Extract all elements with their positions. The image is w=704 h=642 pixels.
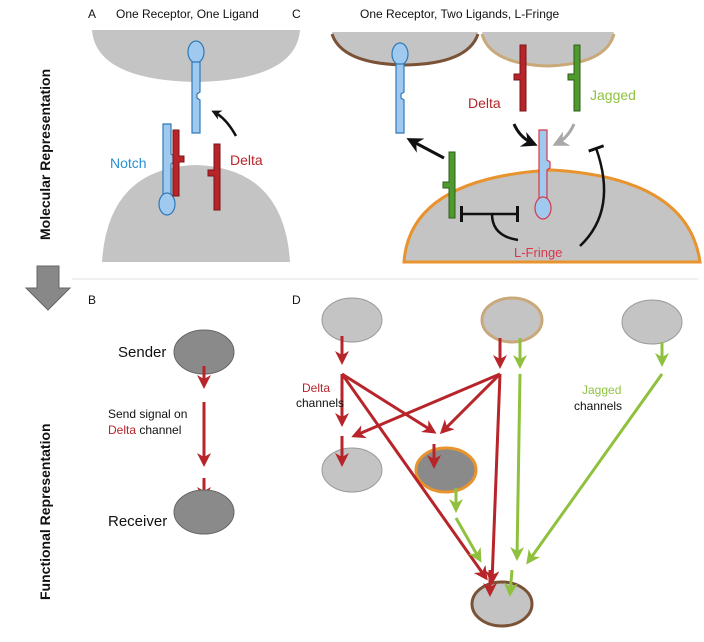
d-delta-word: Delta: [302, 381, 330, 395]
jagged-ligand-c: [567, 44, 581, 112]
d-jagged-channels-word: channels: [574, 399, 622, 413]
d-sender-both-cell: [480, 296, 544, 344]
panel-a-title: One Receptor, One Ligand: [116, 7, 259, 21]
panel-c-title: One Receptor, Two Ligands, L-Fringe: [360, 7, 560, 21]
signal-text-line2: Delta channel: [108, 423, 181, 437]
d-fringe-cell: [414, 446, 478, 494]
panel-a-letter: A: [88, 7, 96, 21]
lfringe-bracket: [490, 213, 519, 242]
binding-arrow: [211, 110, 238, 137]
delta-ligand-bound: [172, 129, 185, 197]
panel-c-letter: C: [292, 7, 301, 21]
lfringe-cell: [402, 168, 702, 264]
d-delta-channels-word: channels: [296, 396, 344, 410]
panel-b-letter: B: [88, 293, 96, 307]
delta-label: Delta: [230, 152, 263, 168]
jagged-arrow-6: [454, 517, 482, 563]
receiver-cell: [173, 489, 235, 535]
delta-to-notch-arrow: [512, 123, 538, 147]
d-receiver-delta-cell: [321, 447, 383, 493]
notch-receptor-top: [187, 40, 205, 134]
d-sender-jagged-cell: [621, 299, 683, 345]
notch-receptor-modified: [534, 129, 552, 220]
lfringe-label: L-Fringe: [514, 245, 562, 260]
top-right-cell: [482, 32, 614, 66]
delta-arrow-10: [485, 373, 502, 585]
functional-representation-label: Functional Representation: [37, 423, 53, 600]
jagged-to-notch-arrow: [552, 123, 576, 146]
signal-text-line1: Send signal on: [108, 407, 187, 421]
jagged-arrow-4: [526, 373, 664, 565]
bottom-cell: [102, 165, 290, 262]
delta-arrow-9: [439, 372, 502, 435]
d-sender-delta-cell: [321, 297, 383, 343]
sender-label: Sender: [118, 344, 166, 361]
delta-label-c: Delta: [468, 95, 501, 111]
notch-jagged-arrow: [406, 138, 445, 160]
delta-ligand-c: [513, 44, 527, 112]
jagged-ligand-bottom: [442, 151, 456, 219]
signal-channel-suffix: channel: [136, 423, 181, 437]
jagged-arrow-2: [510, 373, 525, 561]
panel-d-letter: D: [292, 293, 301, 307]
lfringe-inhibit-jagged: [579, 144, 606, 247]
notch-receptor-c: [391, 42, 409, 134]
delta-ligand-free: [207, 143, 221, 211]
d-final-receiver-cell: [470, 580, 534, 628]
delta-arrow-3: [341, 372, 437, 434]
jagged-channel-arrows: [449, 338, 669, 597]
notch-label: Notch: [110, 155, 147, 171]
delta-arrow-4: [340, 373, 488, 581]
molecular-representation-label: Molecular Representation: [37, 69, 53, 240]
signal-channel-word: Delta: [108, 423, 136, 437]
jagged-arrow-7: [503, 569, 518, 597]
receiver-label: Receiver: [108, 513, 167, 530]
delta-arrow-8: [351, 372, 501, 439]
d-jagged-word: Jagged: [582, 383, 621, 397]
delta-channel-arrows: [335, 336, 507, 585]
down-arrow-icon: [24, 265, 72, 311]
jagged-label-c: Jagged: [590, 87, 636, 103]
